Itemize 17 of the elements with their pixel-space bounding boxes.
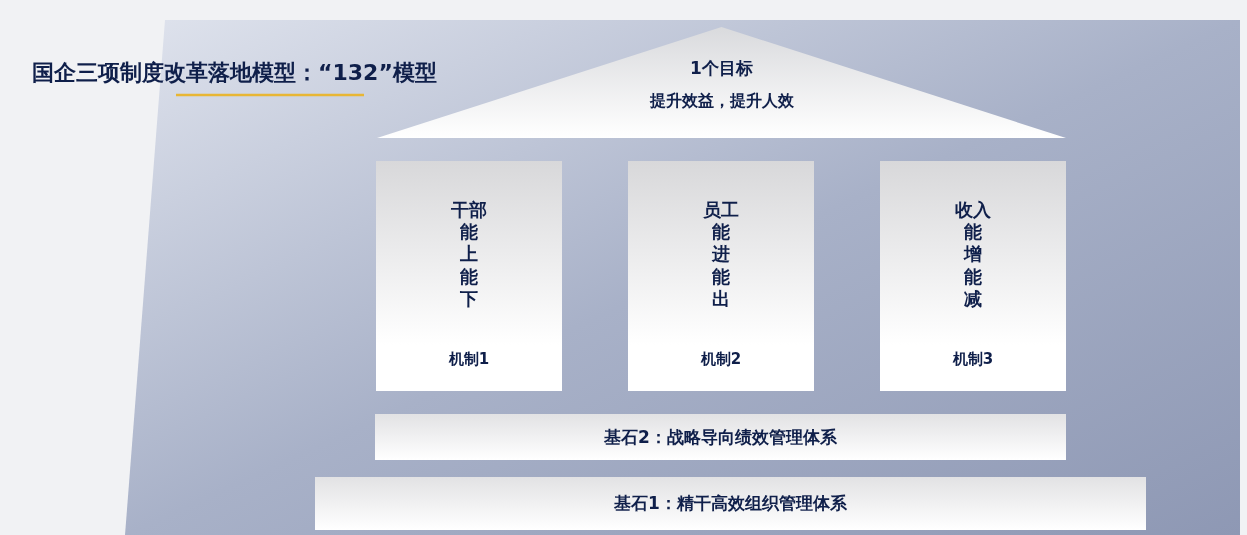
pillar-heading: 干部 [451,199,487,221]
pillar-text: 能增能减 [964,220,982,311]
pillar-heading: 员工 [703,199,739,221]
pillar-heading: 收入 [955,199,991,221]
mechanism-label: 机制1 [448,350,490,369]
mechanism-label: 机制3 [952,350,994,369]
pillar-text: 能上能下 [460,220,478,311]
foundation-bar: 基石2：战略导向绩效管理体系 [375,414,1066,460]
goal-heading: 1个目标 [690,57,753,80]
foundation-bar: 基石1：精干高效组织管理体系 [315,477,1146,530]
pillar-card [880,161,1066,391]
pillar-text: 能进能出 [712,220,730,311]
pillar-card [628,161,814,391]
pillar-card [376,161,562,391]
goal-text: 提升效益，提升人效 [649,91,794,112]
mechanism-label: 机制2 [700,350,742,369]
diagram-title: 国企三项制度改革落地模型：“132”模型 [32,59,437,87]
